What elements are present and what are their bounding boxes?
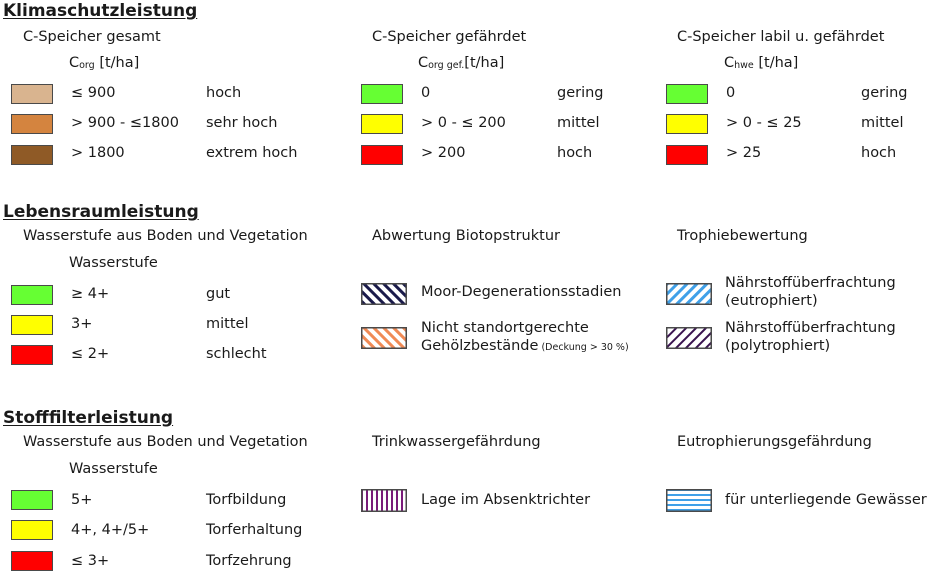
legend-swatch	[666, 145, 708, 165]
column-label-c-speicher-labil: C-Speicher labil u. gefährdet	[677, 29, 885, 45]
legend-range: 0	[726, 85, 736, 101]
legend-class: gering	[861, 85, 908, 101]
legend-class: mittel	[206, 316, 249, 332]
unit-main: C	[69, 55, 80, 71]
legend-class: hoch	[557, 145, 593, 161]
legend-class: gut	[206, 286, 231, 302]
legend-swatch	[361, 114, 403, 134]
legend-swatch	[666, 84, 708, 104]
unit-main: C	[418, 55, 429, 71]
legend-label-poly-line2: (polytrophiert)	[725, 338, 831, 354]
legend-range: > 25	[726, 145, 762, 161]
legend-swatch	[11, 551, 53, 571]
legend-class: gering	[557, 85, 604, 101]
legend-class: hoch	[206, 85, 242, 101]
hatch-swatch-absenktrichter	[361, 489, 407, 512]
unit-corg: Corg [t/ha]	[69, 55, 139, 71]
legend-swatch	[11, 315, 53, 335]
legend-swatch	[361, 84, 403, 104]
legend-label-eutro-line1: Nährstoffüberfrachtung	[725, 275, 896, 291]
legend-range: > 0 - ≤ 25	[726, 115, 802, 131]
legend-range: ≤ 900	[71, 85, 116, 101]
unit-rest: [t/ha]	[753, 55, 799, 71]
unit-corg-gef: Corg gef.[t/ha]	[418, 55, 504, 71]
section-title-stofffilter: Stofffilterleistung	[3, 408, 174, 428]
legend-swatch	[11, 84, 53, 104]
legend-class: sehr hoch	[206, 115, 278, 131]
legend-class: Torfzehrung	[206, 553, 292, 569]
legend-class: mittel	[557, 115, 600, 131]
legend-range: ≥ 4+	[71, 286, 110, 302]
legend-range: 0	[421, 85, 431, 101]
unit-sub: org	[79, 60, 95, 71]
legend-range: 5+	[71, 492, 93, 508]
legend-class: schlecht	[206, 346, 267, 362]
legend-class: extrem hoch	[206, 145, 298, 161]
legend-swatch	[11, 145, 53, 165]
unit-rest: [t/ha]	[464, 55, 505, 71]
column-label-biotopstruktur: Abwertung Biotopstruktur	[372, 228, 560, 244]
hatch-swatch-gewaesser	[666, 489, 712, 512]
legend-label-eutro-line2: (eutrophiert)	[725, 293, 818, 309]
column-label-c-speicher-gesamt: C-Speicher gesamt	[23, 29, 161, 45]
unit-main: C	[724, 55, 735, 71]
legend-swatch	[666, 114, 708, 134]
legend-label-absenktrichter: Lage im Absenktrichter	[421, 492, 591, 508]
legend-range: > 0 - ≤ 200	[421, 115, 506, 131]
column-sublabel-wasserstufe: Wasserstufe	[69, 461, 158, 477]
column-label-trinkwasser: Trinkwassergefährdung	[372, 434, 541, 450]
column-sublabel-wasserstufe: Wasserstufe	[69, 255, 158, 271]
legend-range: 4+, 4+/5+	[71, 522, 150, 538]
legend-range: > 900 - ≤1800	[71, 115, 179, 131]
legend-label-gehoelz-line1: Nicht standortgerechte	[421, 320, 589, 336]
legend-label-moor: Moor-Degenerationsstadien	[421, 284, 622, 300]
column-label-wasserstufe: Wasserstufe aus Boden und Vegetation	[23, 228, 308, 244]
legend-label-gehoelz-line2: Gehölzbestände (Deckung > 30 %)	[421, 338, 629, 354]
legend-swatch	[11, 345, 53, 365]
section-title-klimaschutz: Klimaschutzleistung	[3, 1, 198, 21]
legend-class: Torferhaltung	[206, 522, 303, 538]
legend-note: (Deckung > 30 %)	[538, 342, 629, 353]
legend-label-gewaesser: für unterliegende Gewässer	[725, 492, 927, 508]
unit-sub: hwe	[734, 60, 754, 71]
legend-range: > 200	[421, 145, 466, 161]
legend-text: Gehölzbestände	[421, 338, 539, 354]
column-label-c-speicher-gefaehrdet: C-Speicher gefährdet	[372, 29, 527, 45]
legend-label-poly-line1: Nährstoffüberfrachtung	[725, 320, 896, 336]
hatch-swatch-eutrophiert	[666, 283, 712, 305]
legend-swatch	[11, 114, 53, 134]
hatch-swatch-gehoelz	[361, 327, 407, 349]
legend-swatch	[11, 520, 53, 540]
section-title-lebensraum: Lebensraumleistung	[3, 202, 199, 222]
column-label-eutrophierung: Eutrophierungsgefährdung	[677, 434, 872, 450]
legend-range: > 1800	[71, 145, 125, 161]
legend-class: mittel	[861, 115, 904, 131]
legend-range: 3+	[71, 316, 93, 332]
hatch-swatch-moor	[361, 283, 407, 305]
hatch-swatch-polytrophiert	[666, 327, 712, 349]
column-label-wasserstufe: Wasserstufe aus Boden und Vegetation	[23, 434, 308, 450]
legend-range: ≤ 2+	[71, 346, 110, 362]
unit-sub: org gef.	[428, 60, 465, 71]
legend-swatch	[361, 145, 403, 165]
legend-class: Torfbildung	[206, 492, 287, 508]
legend-swatch	[11, 285, 53, 305]
unit-chwe: Chwe [t/ha]	[724, 55, 798, 71]
column-label-trophie: Trophiebewertung	[677, 228, 808, 244]
legend-class: hoch	[861, 145, 897, 161]
unit-rest: [t/ha]	[94, 55, 140, 71]
legend-range: ≤ 3+	[71, 553, 110, 569]
legend-swatch	[11, 490, 53, 510]
